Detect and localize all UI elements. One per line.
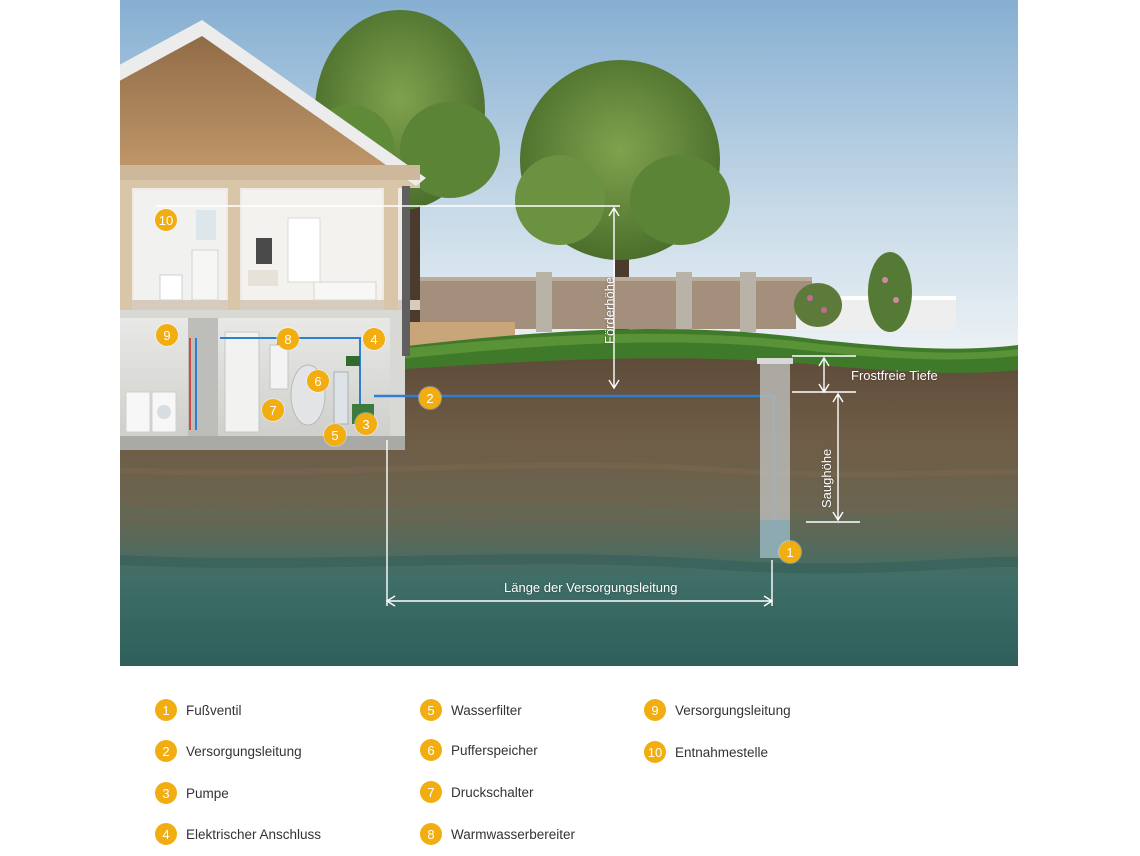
house-ground-floor: [120, 180, 420, 310]
legend-number: 3: [155, 782, 177, 804]
label-frostfreie-tiefe: Frostfreie Tiefe: [851, 368, 938, 383]
marker-4: 4: [363, 328, 385, 350]
legend-number: 6: [420, 739, 442, 761]
legend-number: 5: [420, 699, 442, 721]
marker-7: 7: [262, 399, 284, 421]
house-roof: [120, 20, 426, 356]
legend-number: 9: [644, 699, 666, 721]
legend-number: 1: [155, 699, 177, 721]
legend-item-2: 2 Versorgungsleitung: [155, 738, 302, 764]
legend-number: 7: [420, 781, 442, 803]
legend-item-6: 6 Pufferspeicher: [420, 737, 538, 763]
legend-item-1: 1 Fußventil: [155, 697, 242, 723]
legend-label: Pumpe: [186, 785, 229, 801]
well-shaft: [757, 358, 793, 558]
legend-item-5: 5 Wasserfilter: [420, 697, 522, 723]
marker-8: 8: [277, 328, 299, 350]
legend-item-8: 8 Warmwasserbereiter: [420, 821, 575, 847]
legend-item-10: 10 Entnahmestelle: [644, 739, 768, 765]
legend-item-4: 4 Elektrischer Anschluss: [155, 821, 321, 847]
legend-label: Versorgungsleitung: [186, 743, 302, 759]
legend-item-3: 3 Pumpe: [155, 780, 229, 806]
marker-5: 5: [324, 424, 346, 446]
legend-item-7: 7 Druckschalter: [420, 779, 534, 805]
legend-label: Fußventil: [186, 702, 242, 718]
well-system-illustration: Förderhöhe Frostfreie Tiefe Saughöhe Län…: [120, 0, 1018, 666]
legend-label: Druckschalter: [451, 784, 534, 800]
scene-svg: [120, 0, 1018, 666]
legend: 1 Fußventil 2 Versorgungsleitung 3 Pumpe…: [0, 680, 1140, 856]
legend-label: Wasserfilter: [451, 702, 522, 718]
marker-9: 9: [156, 324, 178, 346]
legend-number: 8: [420, 823, 442, 845]
label-foerderhoehe: Förderhöhe: [602, 276, 617, 344]
legend-label: Versorgungsleitung: [675, 702, 791, 718]
legend-label: Entnahmestelle: [675, 744, 769, 760]
legend-item-9: 9 Versorgungsleitung: [644, 697, 791, 723]
marker-2: 2: [419, 387, 441, 409]
marker-10: 10: [155, 209, 177, 231]
legend-label: Warmwasserbereiter: [451, 826, 576, 842]
marker-1: 1: [779, 541, 801, 563]
legend-label: Pufferspeicher: [451, 742, 538, 758]
legend-number: 4: [155, 823, 177, 845]
legend-label: Elektrischer Anschluss: [186, 826, 322, 842]
dimension-lines: [156, 205, 860, 607]
marker-3: 3: [355, 413, 377, 435]
label-laenge-versorgungsleitung: Länge der Versorgungsleitung: [504, 580, 678, 595]
label-saughoehe: Saughöhe: [819, 448, 834, 508]
legend-number: 2: [155, 740, 177, 762]
marker-6: 6: [307, 370, 329, 392]
legend-number: 10: [644, 741, 666, 763]
